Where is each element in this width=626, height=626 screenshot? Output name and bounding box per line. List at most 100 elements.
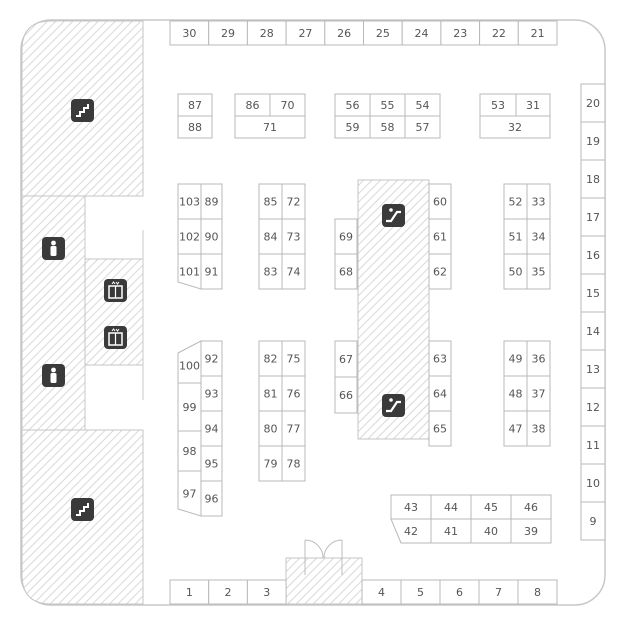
stairs-icon[interactable]: [71, 99, 94, 122]
booth-18[interactable]: 18: [580, 159, 606, 199]
booth-34[interactable]: 34: [526, 218, 551, 255]
booth-71[interactable]: 71: [234, 115, 306, 139]
booth-60[interactable]: 60: [428, 183, 452, 220]
booth-57[interactable]: 57: [404, 115, 441, 139]
booth-99[interactable]: 99: [177, 382, 202, 432]
elevator-icon[interactable]: [104, 326, 127, 349]
booth-56[interactable]: 56: [334, 93, 371, 117]
booth-62[interactable]: 62: [428, 253, 452, 290]
booth-82[interactable]: 82: [258, 340, 283, 377]
booth-13[interactable]: 13: [580, 349, 606, 389]
booth-14[interactable]: 14: [580, 311, 606, 351]
booth-96[interactable]: 96: [200, 480, 223, 517]
booth-101[interactable]: 101: [177, 253, 202, 290]
booth-83[interactable]: 83: [258, 253, 283, 290]
booth-93[interactable]: 93: [200, 375, 223, 412]
booth-103[interactable]: 103: [177, 183, 202, 220]
booth-20[interactable]: 20: [580, 83, 606, 123]
booth-16[interactable]: 16: [580, 235, 606, 275]
booth-22[interactable]: 22: [479, 20, 519, 46]
booth-10[interactable]: 10: [580, 463, 606, 503]
booth-77[interactable]: 77: [281, 410, 306, 447]
booth-3[interactable]: 3: [246, 579, 287, 605]
booth-46[interactable]: 46: [510, 494, 552, 520]
booth-50[interactable]: 50: [503, 253, 528, 290]
booth-23[interactable]: 23: [440, 20, 481, 46]
booth-7[interactable]: 7: [478, 579, 519, 605]
booth-17[interactable]: 17: [580, 197, 606, 237]
booth-55[interactable]: 55: [369, 93, 406, 117]
booth-38[interactable]: 38: [526, 410, 551, 447]
booth-84[interactable]: 84: [258, 218, 283, 255]
booth-100[interactable]: 100: [177, 340, 202, 384]
booth-61[interactable]: 61: [428, 218, 452, 255]
booth-102[interactable]: 102: [177, 218, 202, 255]
booth-45[interactable]: 45: [470, 494, 512, 520]
booth-58[interactable]: 58: [369, 115, 406, 139]
booth-65[interactable]: 65: [428, 410, 452, 447]
booth-52[interactable]: 52: [503, 183, 528, 220]
booth-44[interactable]: 44: [430, 494, 472, 520]
booth-78[interactable]: 78: [281, 445, 306, 482]
booth-37[interactable]: 37: [526, 375, 551, 412]
booth-5[interactable]: 5: [400, 579, 441, 605]
booth-25[interactable]: 25: [363, 20, 403, 46]
booth-32[interactable]: 32: [479, 115, 551, 139]
booth-80[interactable]: 80: [258, 410, 283, 447]
booth-28[interactable]: 28: [246, 20, 287, 46]
booth-75[interactable]: 75: [281, 340, 306, 377]
booth-47[interactable]: 47: [503, 410, 528, 447]
booth-76[interactable]: 76: [281, 375, 306, 412]
booth-6[interactable]: 6: [439, 579, 480, 605]
booth-48[interactable]: 48: [503, 375, 528, 412]
booth-98[interactable]: 98: [177, 430, 202, 472]
booth-53[interactable]: 53: [479, 93, 517, 117]
entrance-door-icon[interactable]: [304, 539, 343, 575]
booth-27[interactable]: 27: [285, 20, 326, 46]
booth-90[interactable]: 90: [200, 218, 223, 255]
booth-89[interactable]: 89: [200, 183, 223, 220]
booth-12[interactable]: 12: [580, 387, 606, 427]
booth-87[interactable]: 87: [177, 93, 213, 117]
booth-64[interactable]: 64: [428, 375, 452, 412]
booth-51[interactable]: 51: [503, 218, 528, 255]
booth-69[interactable]: 69: [334, 218, 358, 255]
booth-73[interactable]: 73: [281, 218, 306, 255]
booth-4[interactable]: 4: [361, 579, 402, 605]
booth-81[interactable]: 81: [258, 375, 283, 412]
booth-15[interactable]: 15: [580, 273, 606, 313]
booth-29[interactable]: 29: [208, 20, 248, 46]
booth-59[interactable]: 59: [334, 115, 371, 139]
booth-40[interactable]: 40: [470, 518, 512, 544]
booth-91[interactable]: 91: [200, 253, 223, 290]
booth-31[interactable]: 31: [515, 93, 551, 117]
booth-11[interactable]: 11: [580, 425, 606, 465]
booth-92[interactable]: 92: [200, 340, 223, 377]
booth-54[interactable]: 54: [404, 93, 441, 117]
booth-67[interactable]: 67: [334, 340, 358, 378]
booth-19[interactable]: 19: [580, 121, 606, 161]
booth-95[interactable]: 95: [200, 445, 223, 482]
booth-9[interactable]: 9: [580, 501, 606, 541]
booth-24[interactable]: 24: [401, 20, 442, 46]
booth-63[interactable]: 63: [428, 340, 452, 377]
booth-88[interactable]: 88: [177, 115, 213, 139]
booth-72[interactable]: 72: [281, 183, 306, 220]
booth-21[interactable]: 21: [517, 20, 558, 46]
booth-42[interactable]: 42: [390, 518, 432, 544]
person-icon[interactable]: [42, 237, 65, 260]
booth-8[interactable]: 8: [517, 579, 558, 605]
booth-79[interactable]: 79: [258, 445, 283, 482]
stairs-icon[interactable]: [71, 498, 94, 521]
booth-36[interactable]: 36: [526, 340, 551, 377]
booth-2[interactable]: 2: [208, 579, 248, 605]
booth-97[interactable]: 97: [177, 470, 202, 517]
booth-41[interactable]: 41: [430, 518, 472, 544]
booth-35[interactable]: 35: [526, 253, 551, 290]
elevator-icon[interactable]: [104, 279, 127, 302]
booth-86[interactable]: 86: [234, 93, 271, 117]
booth-49[interactable]: 49: [503, 340, 528, 377]
booth-66[interactable]: 66: [334, 376, 358, 414]
booth-70[interactable]: 70: [269, 93, 306, 117]
booth-30[interactable]: 30: [169, 20, 210, 46]
